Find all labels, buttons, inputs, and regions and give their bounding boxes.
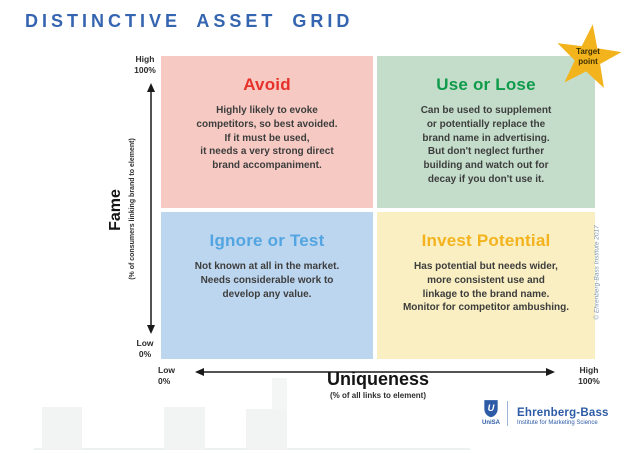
uniqueness-axis-label: Uniqueness <box>326 369 430 389</box>
uniqueness-axis-high-tick: High 100% <box>578 365 600 387</box>
placeholder-thumbnail <box>164 407 205 450</box>
quadrant-ignore-or-test-body: Not known at all in the market. Needs co… <box>194 261 340 300</box>
unisa-shield-letter: U <box>488 403 495 413</box>
quadrant-avoid: Avoid Highly likely to evoke competitors… <box>161 56 373 208</box>
quadrant-invest-potential: Invest Potential Has potential but needs… <box>377 212 595 359</box>
target-point-label: Target point <box>576 47 600 66</box>
uniqueness-axis-low-tick: Low 0% <box>158 365 175 387</box>
placeholder-thumbnail <box>42 407 82 450</box>
org-name: Ehrenberg-Bass <box>517 407 609 419</box>
unisa-shield-icon: U <box>484 400 498 418</box>
quadrant-use-or-lose-title: Use or Lose <box>436 75 536 94</box>
quadrant-avoid-title: Avoid <box>243 75 291 94</box>
copyright-note: © Ehrenberg-Bass Institute 2017 <box>593 225 601 320</box>
quadrant-use-or-lose-body: Can be used to supplement or potentially… <box>420 105 552 185</box>
fame-axis-label: Fame <box>107 189 124 231</box>
page-title: DISTINCTIVE ASSET GRID <box>25 11 354 31</box>
fame-axis-sublabel: (% of consumers linking brand to element… <box>129 138 136 280</box>
logo-divider <box>507 401 508 426</box>
fame-axis-low-tick: Low 0% <box>136 338 154 360</box>
fame-axis-high-tick: High 100% <box>134 54 156 76</box>
star-icon <box>557 24 622 89</box>
quadrant-ignore-or-test-title: Ignore or Test <box>209 231 325 250</box>
quadrant-ignore-or-test: Ignore or Test Not known at all in the m… <box>161 212 373 359</box>
unisa-wordmark: UniSA <box>482 420 500 426</box>
org-tagline: Institute for Marketing Science <box>517 420 598 426</box>
uniqueness-axis-sublabel: (% of all links to element) <box>329 391 426 400</box>
quadrant-invest-potential-title: Invest Potential <box>421 231 551 250</box>
placeholder-band <box>272 378 287 410</box>
quadrant-invest-potential-body: Has potential but needs wider, more cons… <box>402 261 570 314</box>
quadrant-use-or-lose: Use or Lose Can be used to supplement or… <box>377 56 595 208</box>
placeholder-thumbnail <box>246 409 287 450</box>
quadrant-avoid-body: Highly likely to evoke competitors, so b… <box>196 105 338 172</box>
